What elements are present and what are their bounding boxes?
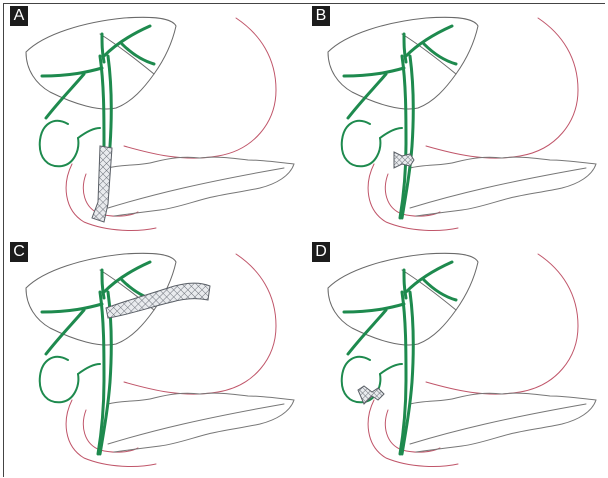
- pancreas-outline: [108, 393, 294, 452]
- duodenum-inner: [385, 410, 440, 452]
- hepatic-trunk: [404, 34, 406, 62]
- pancreatic-duct: [410, 404, 586, 444]
- hepatic-trunk: [404, 270, 406, 298]
- cystic-duct: [380, 128, 402, 138]
- pancreatic-duct: [108, 168, 284, 208]
- gallbladder-outline: [40, 357, 79, 402]
- panel-label-b: B: [312, 6, 330, 26]
- duodenum-inner: [83, 174, 138, 216]
- stomach-outline: [124, 18, 276, 158]
- panel-label-c: C: [10, 242, 28, 262]
- anatomy-group: [26, 17, 294, 230]
- stent-hepaticogastrostomy: [106, 283, 210, 318]
- right-hepatic-branch: [348, 74, 386, 118]
- right-hepatic-duct: [42, 68, 102, 76]
- pancreatic-duct: [108, 404, 284, 444]
- panel-b-illustration: [306, 4, 602, 236]
- hepatic-trunk: [102, 34, 104, 62]
- hepatic-trunk: [102, 270, 104, 298]
- duodenum-inner: [83, 410, 138, 452]
- panel-d-illustration: [306, 240, 602, 472]
- right-hepatic-duct: [344, 68, 404, 76]
- right-hepatic-duct: [42, 304, 102, 312]
- panel-a-illustration: [4, 4, 300, 236]
- panel-b: B: [306, 4, 602, 236]
- duodenum-outline: [368, 164, 458, 230]
- panel-label-d: D: [312, 242, 330, 262]
- gallbladder-outline: [342, 121, 381, 166]
- panel-c-illustration: [4, 240, 300, 472]
- stomach-outline: [426, 254, 578, 394]
- stent-transpapillary: [92, 146, 112, 222]
- anatomy-group: [328, 17, 596, 230]
- right-hepatic-branch: [46, 74, 84, 118]
- duodenum-outline: [368, 400, 458, 466]
- stomach-outline: [124, 254, 276, 394]
- pancreas-outline: [108, 157, 294, 216]
- pancreas-outline: [410, 393, 596, 452]
- duodenum-outline: [66, 400, 156, 466]
- panel-d: D: [306, 240, 602, 472]
- stomach-outline: [426, 18, 578, 158]
- anatomy-group: [26, 253, 294, 466]
- panel-c: C: [4, 240, 300, 472]
- panel-a: A: [4, 4, 300, 236]
- cystic-duct: [78, 128, 100, 138]
- anatomy-group: [328, 253, 596, 466]
- cystic-duct: [380, 364, 402, 374]
- pancreatic-duct: [410, 168, 586, 208]
- right-hepatic-branch: [46, 310, 84, 354]
- panel-label-a: A: [10, 6, 28, 26]
- pancreas-outline: [410, 157, 596, 216]
- right-hepatic-branch: [348, 310, 386, 354]
- right-hepatic-duct: [344, 304, 404, 312]
- duodenum-inner: [385, 174, 440, 216]
- duodenum-outline: [66, 164, 156, 230]
- gallbladder-outline: [40, 121, 79, 166]
- cystic-duct: [78, 364, 100, 374]
